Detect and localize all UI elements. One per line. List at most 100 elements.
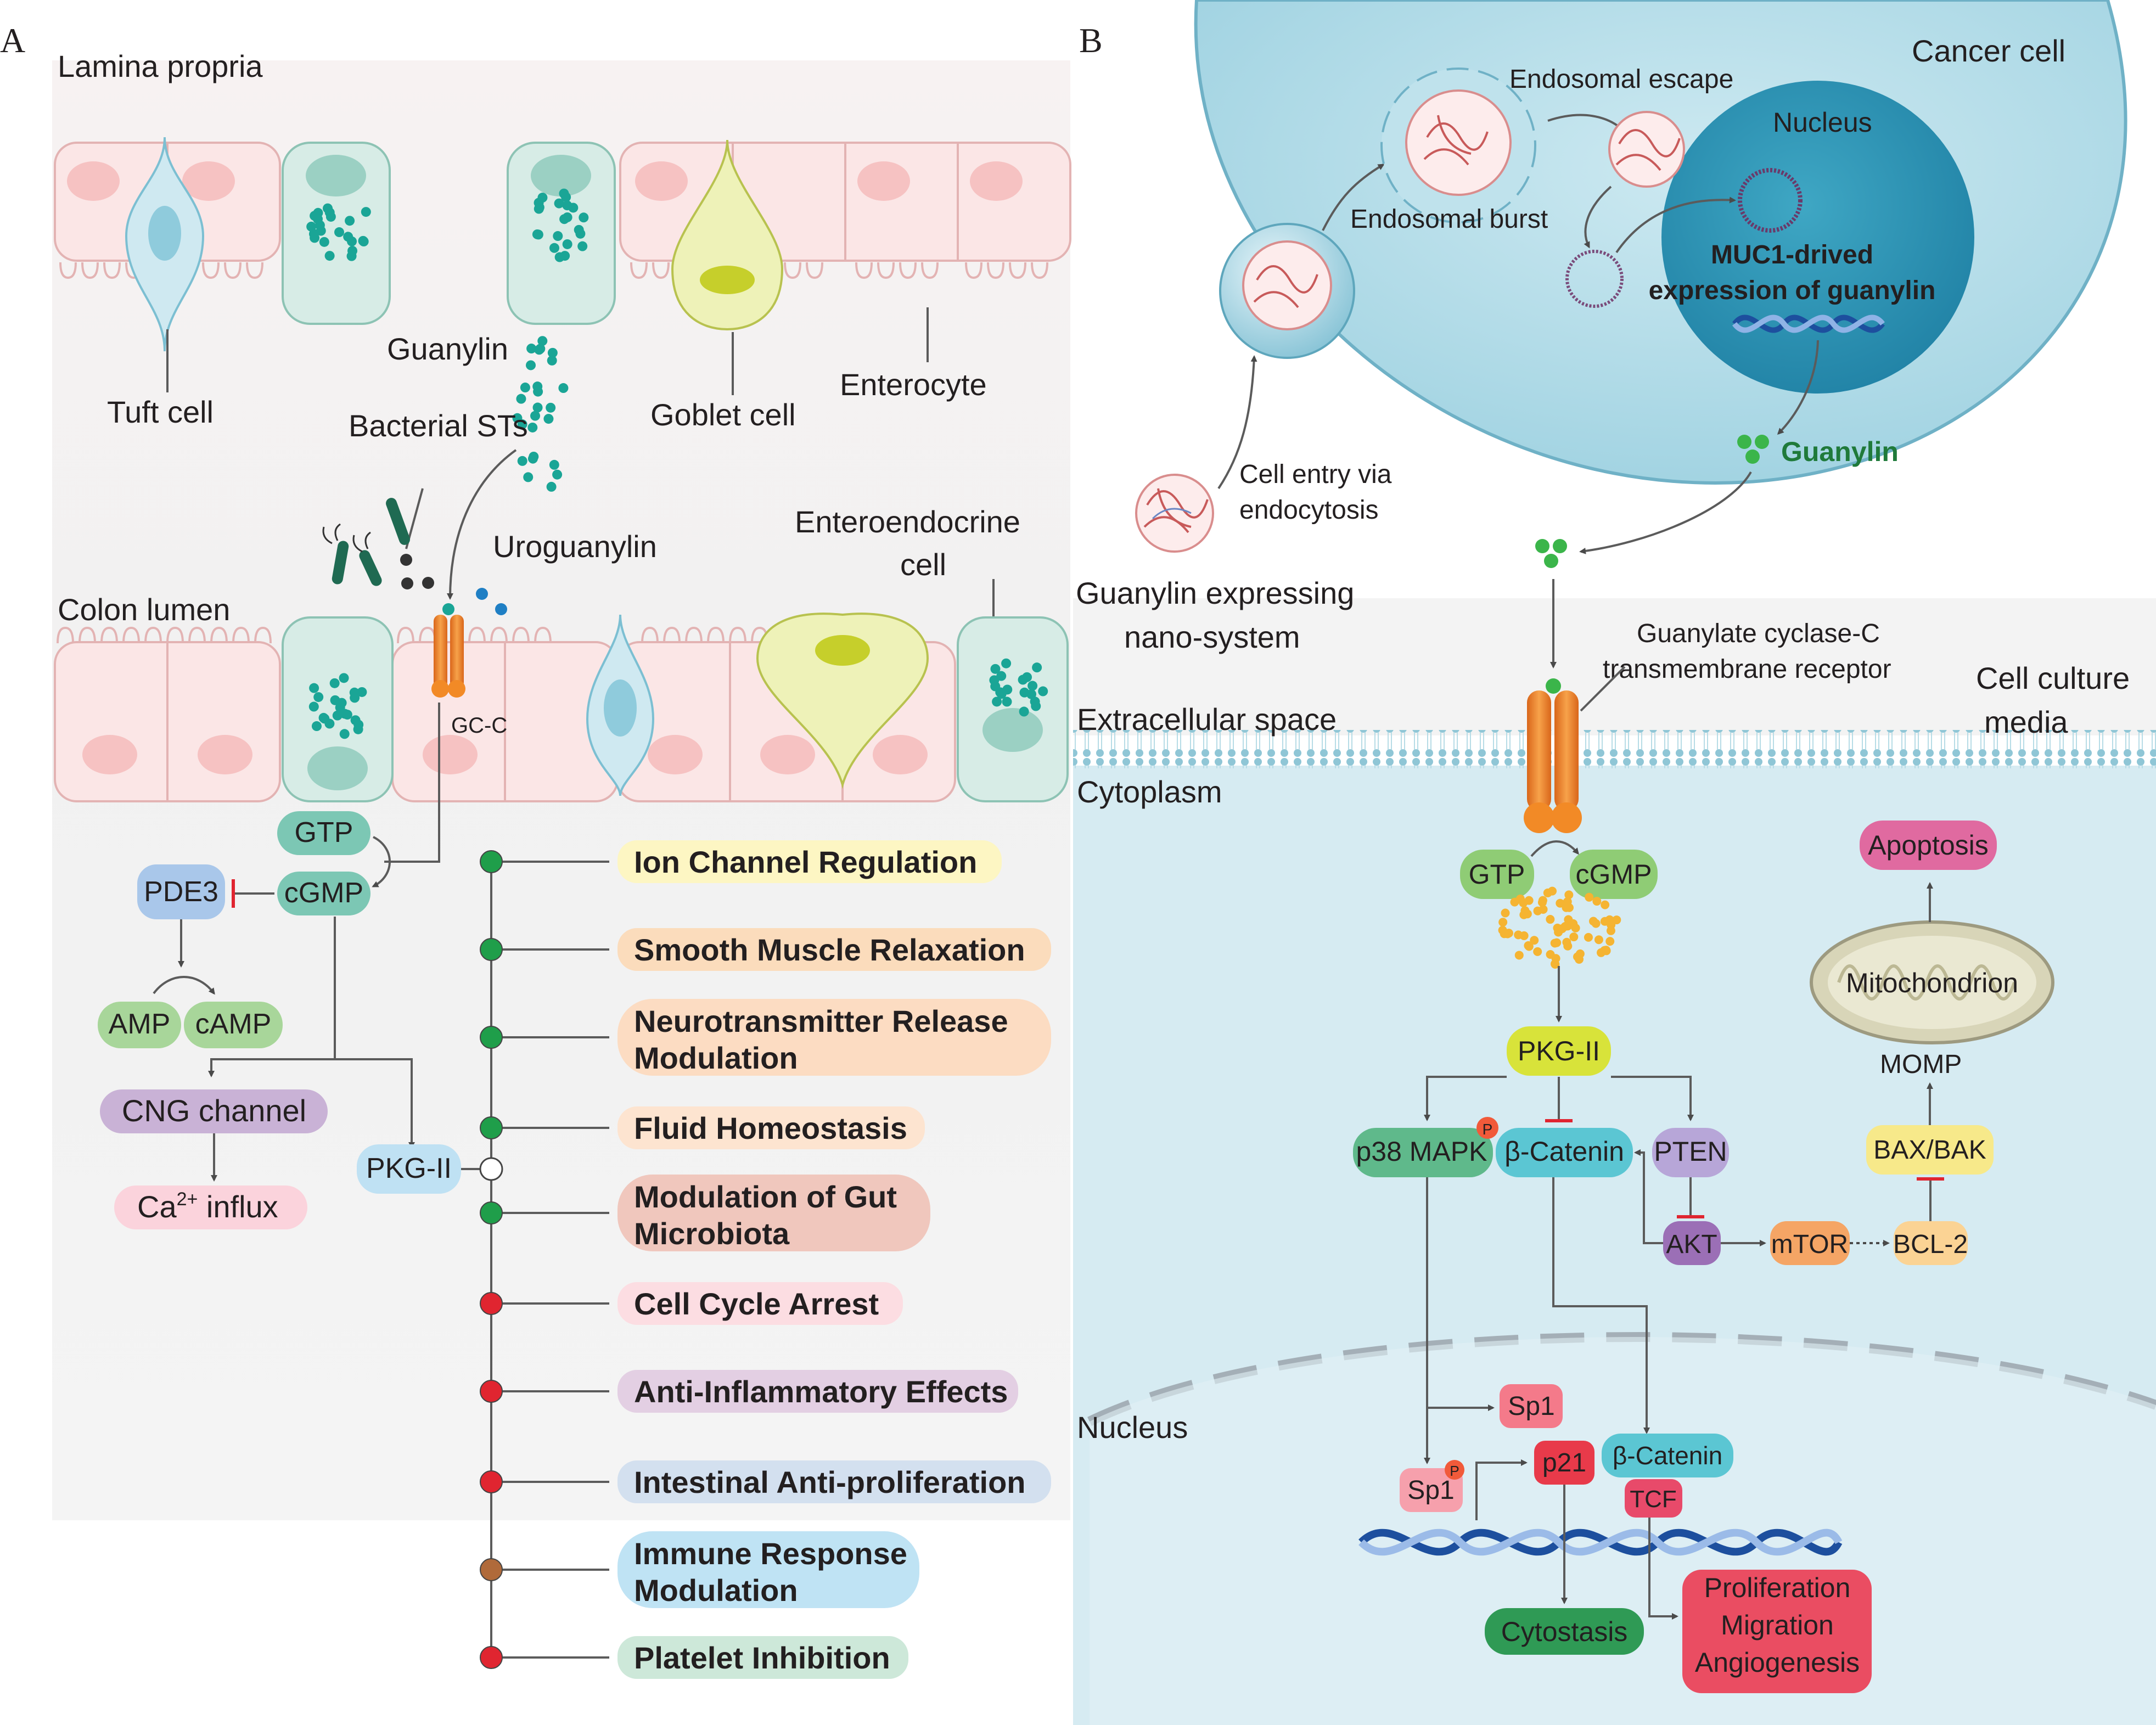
gtp-pill-b xyxy=(1460,850,1534,899)
muc1-label-line2: expression of guanylin xyxy=(1649,276,1936,305)
bacteria-icon xyxy=(322,498,434,589)
sp1-label-nuclear: Sp1 xyxy=(1407,1476,1454,1505)
granule-dot xyxy=(558,383,569,394)
granule-dot xyxy=(1533,947,1542,956)
effect-dot xyxy=(480,850,503,873)
goblet-cell-lower xyxy=(756,613,929,789)
granule-dot xyxy=(547,355,557,366)
mitochondrion-label: Mitochondrion xyxy=(1846,968,2018,998)
granule-dot xyxy=(1585,892,1594,902)
pkg-ii-label-b: PKG-II xyxy=(1518,1036,1600,1066)
granule-dot xyxy=(1002,696,1012,707)
beta-catenin-pill xyxy=(1496,1128,1633,1177)
colon-lumen-label: Colon lumen xyxy=(58,592,230,627)
pten-pill xyxy=(1652,1128,1729,1177)
phospho-label: P xyxy=(1483,1121,1493,1138)
granule-dot xyxy=(537,336,548,346)
sp1-box-top xyxy=(1500,1384,1563,1428)
granule-dot xyxy=(329,678,340,688)
cancer-cell-label: Cancer cell xyxy=(1912,33,2065,68)
granule-dot xyxy=(1501,908,1510,918)
p38-mapk-pill xyxy=(1353,1128,1493,1177)
granule-dot xyxy=(1594,935,1603,945)
phospho-marker-sp1 xyxy=(1445,1460,1464,1480)
granule-dot xyxy=(526,344,537,354)
granule-dot xyxy=(1548,886,1557,896)
gtp-label-b: GTP xyxy=(1469,859,1525,890)
extracellular-background xyxy=(1073,598,2156,735)
granule-dot xyxy=(554,252,565,262)
gc-c-receptor-icon xyxy=(431,603,465,698)
cell-entry-line1: Cell entry via xyxy=(1239,460,1392,489)
granule-dot xyxy=(1584,932,1593,942)
granule-dot xyxy=(311,721,322,732)
bax-bak-pill xyxy=(1866,1125,1994,1175)
lower-epithelium xyxy=(54,603,1069,802)
released-nanoparticle xyxy=(1608,111,1685,188)
granule-dot xyxy=(347,236,357,246)
amp-label: AMP xyxy=(109,1008,171,1040)
granule-dot xyxy=(1591,919,1601,928)
effect-label: Platelet Inhibition xyxy=(634,1640,890,1675)
secreted-guanylin-dots xyxy=(512,336,569,492)
effect-label: Smooth Muscle Relaxation xyxy=(634,932,1025,967)
bcl2-pill xyxy=(1894,1221,1968,1265)
granule-dot xyxy=(1524,942,1534,951)
phospho-label-sp1: P xyxy=(1450,1463,1459,1479)
dna-helix-nuclear-icon xyxy=(1358,1529,1843,1556)
granule-dot xyxy=(310,233,320,243)
mtor-pill xyxy=(1770,1221,1850,1265)
granule-dot xyxy=(533,229,543,240)
granule-dot xyxy=(313,692,324,703)
cgmp-pill-b xyxy=(1570,850,1658,899)
p21-box xyxy=(1534,1441,1594,1485)
granule-dot xyxy=(350,715,361,726)
pten-label: PTEN xyxy=(1654,1136,1727,1167)
granule-dot xyxy=(543,414,554,424)
dna-helix-icon xyxy=(1732,314,1885,333)
panel-a-label: A xyxy=(0,21,25,60)
effect-pill xyxy=(617,1636,908,1679)
uroguanylin-label: Uroguanylin xyxy=(493,529,657,564)
mitochondrion-icon xyxy=(1810,920,2054,1044)
bax-bak-label: BAX/BAK xyxy=(1873,1136,1986,1165)
granule-dot xyxy=(339,673,349,683)
effect-pill xyxy=(617,1531,919,1608)
granule-dot xyxy=(517,456,527,466)
gc-c-label: GC-C xyxy=(451,713,507,738)
panel-b-label: B xyxy=(1079,21,1103,60)
cng-channel-pill xyxy=(100,1089,328,1133)
granule-dot xyxy=(527,422,538,432)
granule-dot xyxy=(562,212,572,222)
granule-dot xyxy=(1515,894,1525,903)
bcl2-label: BCL-2 xyxy=(1893,1230,1968,1259)
granule-dot xyxy=(316,226,326,236)
granule-dot xyxy=(1524,896,1534,905)
momp-label: MOMP xyxy=(1880,1050,1962,1079)
granule-dot xyxy=(526,360,536,370)
sp1-box-nuclear xyxy=(1400,1468,1463,1512)
effect-pill xyxy=(617,840,1002,883)
extracellular-label: Extracellular space xyxy=(1077,702,1337,737)
effect-dot xyxy=(480,1470,503,1493)
tuft-cell-upper xyxy=(125,137,205,352)
guanylin-dots-intracellular xyxy=(1737,435,1769,464)
granule-dot xyxy=(553,231,563,241)
apoptosis-pill xyxy=(1860,821,1997,870)
granule-dot xyxy=(577,241,588,251)
tuft-cell-label: Tuft cell xyxy=(107,395,214,429)
granule-dot xyxy=(1563,897,1572,906)
gcc-line2: transmembrane receptor xyxy=(1603,655,1891,684)
nucleus-bottom-label: Nucleus xyxy=(1077,1410,1188,1445)
effect-label: Fluid Homeostasis xyxy=(634,1111,907,1145)
granule-dot xyxy=(1533,906,1542,915)
granule-dot xyxy=(1569,919,1578,928)
outcome-proliferation: Proliferation xyxy=(1704,1572,1851,1603)
nucleus-top-label: Nucleus xyxy=(1773,107,1872,138)
granule-dot xyxy=(1030,696,1040,707)
granule-dot xyxy=(1592,897,1602,906)
granule-dot xyxy=(579,212,589,223)
enterocyte-label: Enterocyte xyxy=(840,367,987,402)
effect-pill xyxy=(617,928,1051,971)
